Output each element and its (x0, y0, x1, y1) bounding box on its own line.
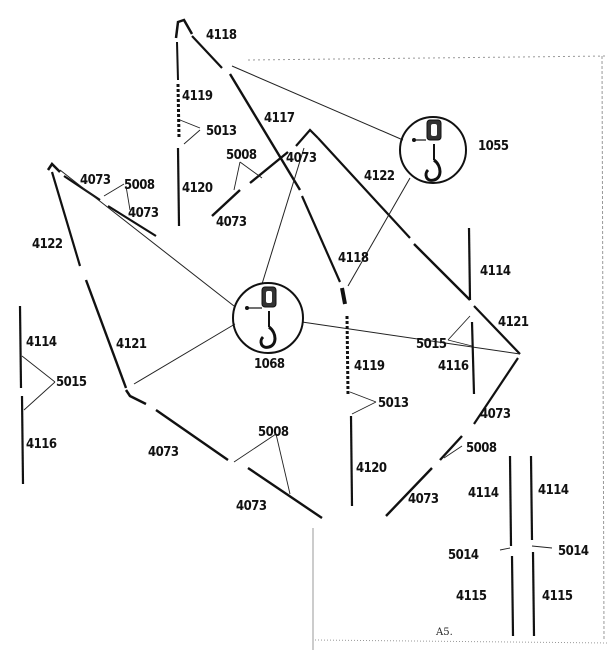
annotation-a5: A5. (435, 627, 453, 638)
bottom-right-pole-pair (508, 455, 536, 637)
label-4073-bottom-a: 4073 (148, 445, 179, 460)
label-4117: 4117 (264, 111, 295, 126)
label-5015-left: 5015 (56, 375, 87, 390)
label-4116-right: 4116 (438, 359, 469, 374)
label-5015-right: 5015 (416, 337, 447, 352)
label-4121-left: 4121 (116, 337, 147, 352)
label-5014-b: 5014 (558, 544, 589, 559)
label-5013-top: 5013 (206, 124, 237, 139)
part-labels: 4118 4119 5013 4120 4117 5008 4073 4073 … (26, 28, 589, 638)
label-4115-a: 4115 (456, 589, 487, 604)
label-4073-left-b: 4073 (128, 206, 159, 221)
guy-line-1055-down (347, 177, 411, 287)
right-vertical-4114-4116 (467, 227, 476, 395)
label-4073-left-a: 4073 (80, 173, 111, 188)
label-4114-bottom-right-a: 4114 (468, 486, 499, 501)
label-4118-top: 4118 (206, 28, 237, 43)
label-4115-b: 4115 (542, 589, 573, 604)
label-4073-topmid-b: 4073 (216, 215, 247, 230)
label-1055: 1055 (478, 139, 509, 154)
label-4114-right: 4114 (480, 264, 511, 279)
scan-border-lines (247, 55, 608, 650)
label-4073-bottom-right: 4073 (480, 407, 511, 422)
label-5008-bottom: 5008 (258, 425, 289, 440)
label-1068: 1068 (254, 357, 285, 372)
label-5008-topmid: 5008 (226, 148, 257, 163)
guy-lines-1068 (59, 147, 521, 385)
left-frame-assembly (46, 162, 323, 519)
label-5013-mid: 5013 (378, 396, 409, 411)
label-5014-a: 5014 (448, 548, 479, 563)
label-4120-mid: 4120 (356, 461, 387, 476)
right-lower-frame (385, 357, 519, 517)
label-4118-mid: 4118 (338, 251, 369, 266)
label-4073-topmid-a: 4073 (286, 151, 317, 166)
guy-line-to-1055 (231, 65, 404, 141)
top-vertical-pole-assembly (174, 18, 194, 227)
label-5008-bottom-right: 5008 (466, 441, 497, 456)
label-4114-left: 4114 (26, 335, 57, 350)
label-4119-top: 4119 (182, 89, 213, 104)
label-4119-mid: 4119 (354, 359, 385, 374)
label-4114-bottom-right-b: 4114 (538, 483, 569, 498)
label-4122-right: 4122 (364, 169, 395, 184)
center-apex-assembly (211, 128, 521, 355)
diagonal-pole-4117 (191, 35, 347, 305)
hook-detail-1068 (232, 282, 304, 354)
label-4116-left: 4116 (26, 437, 57, 452)
label-4121-right: 4121 (498, 315, 529, 330)
leader-lines (21, 119, 553, 551)
hook-detail-1055 (399, 116, 467, 184)
label-4120-top: 4120 (182, 181, 213, 196)
center-vertical-pole-assembly (345, 315, 354, 507)
label-4122-left: 4122 (32, 237, 63, 252)
label-4073-bottom-right-b: 4073 (408, 492, 439, 507)
label-4073-bottom-b: 4073 (236, 499, 267, 514)
label-5008-left: 5008 (124, 178, 155, 193)
left-vertical-4114-4116 (18, 305, 25, 485)
